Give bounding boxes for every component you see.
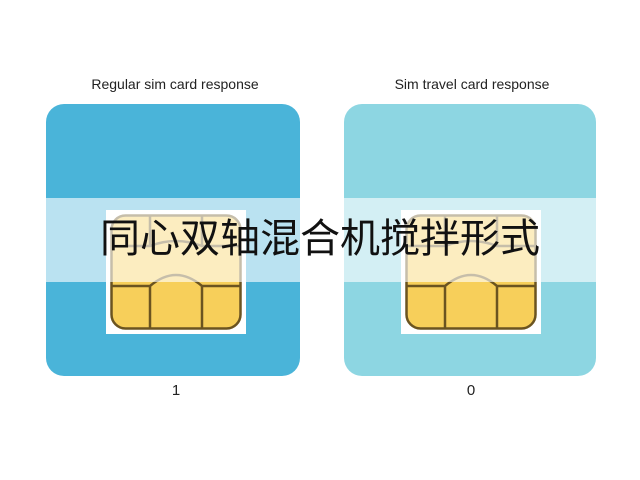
travel-sim-card-title: Sim travel card response (394, 76, 550, 92)
regular-sim-response-value: 1 (171, 382, 181, 399)
regular-sim-card-title: Regular sim card response (91, 76, 259, 92)
watermark-band (0, 198, 640, 282)
travel-sim-response-value: 0 (466, 382, 476, 399)
watermark-text: 同心双轴混合机搅拌形式 (100, 216, 540, 262)
